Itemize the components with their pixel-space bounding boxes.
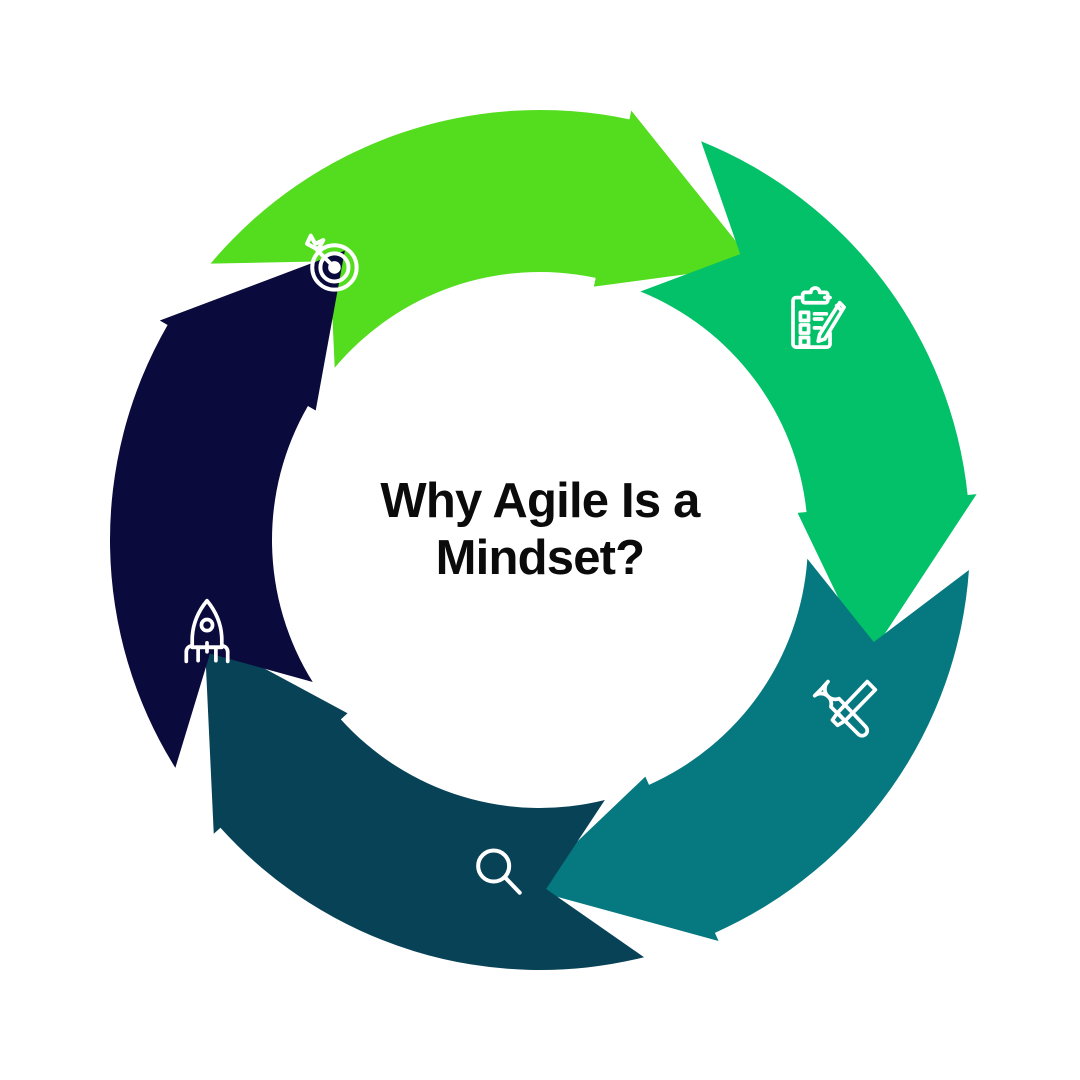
arrow-segments-group — [109, 110, 977, 971]
arrow-segment-rocket — [109, 250, 345, 768]
arrow-segment-search — [204, 636, 645, 971]
arrow-segment-tools — [527, 558, 969, 942]
arrow-segment-target — [210, 110, 755, 368]
arrow-segment-clipboard — [640, 141, 977, 660]
